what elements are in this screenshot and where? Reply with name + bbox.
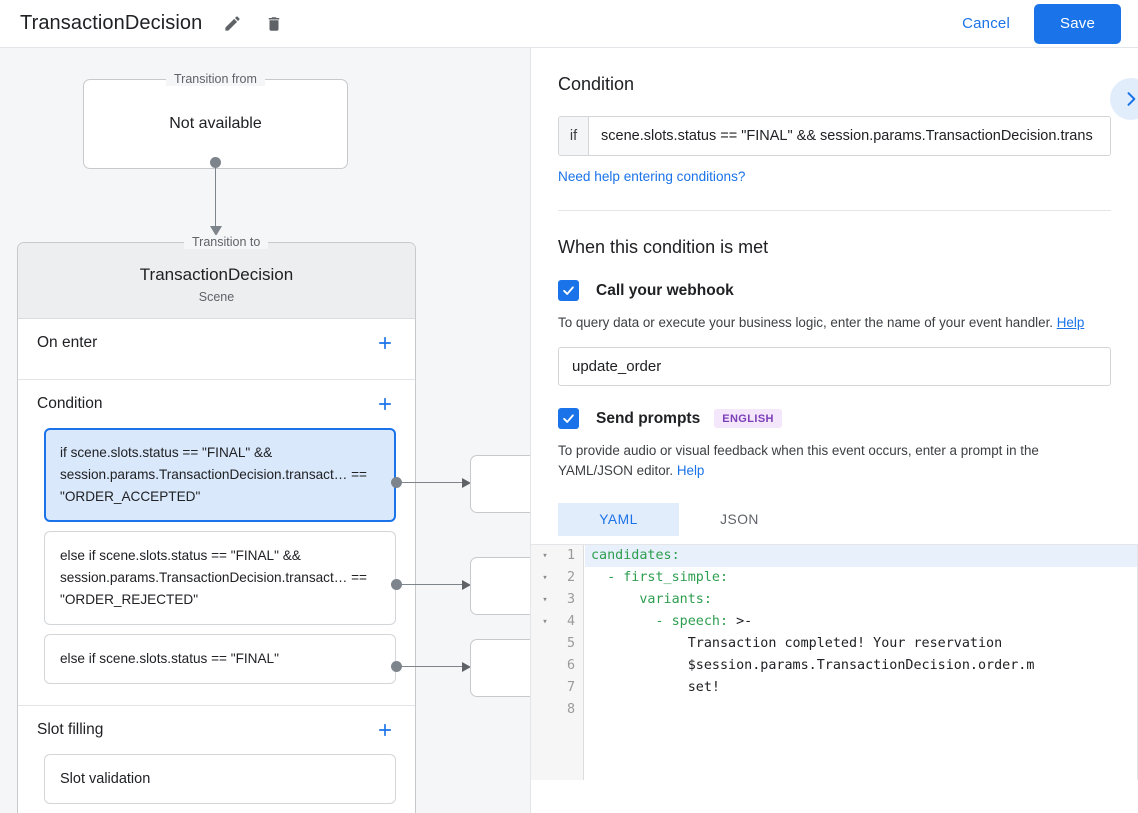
line-number: 5 [566, 636, 575, 651]
tab-json[interactable]: JSON [720, 512, 759, 527]
details-panel: Condition if Need help entering conditio… [530, 48, 1138, 813]
add-on-enter-button[interactable] [373, 331, 397, 355]
webhook-handler-input[interactable] [558, 347, 1111, 386]
add-slot-filling-button[interactable] [373, 718, 397, 742]
call-webhook-hint: To query data or execute your business l… [558, 313, 1111, 333]
trash-icon[interactable] [262, 12, 286, 36]
if-prefix-label: if [559, 117, 589, 155]
send-prompts-row: Send prompts ENGLISH [558, 408, 1111, 429]
send-prompts-label: Send prompts [596, 409, 701, 427]
editor-line[interactable]: ▾ 1 candidates: [531, 545, 1138, 567]
add-condition-button[interactable] [373, 392, 397, 416]
line-number: 3 [566, 592, 575, 607]
webhook-help-link[interactable]: Help [1056, 315, 1085, 330]
editor-line[interactable]: ▾ 2 - first_simple: [531, 567, 1138, 589]
scene-header[interactable]: TransactionDecision Scene [18, 243, 415, 319]
chevron-right-icon[interactable] [1110, 78, 1138, 120]
prompts-help-link[interactable]: Help [676, 463, 705, 478]
editor-line[interactable]: 7 set! [531, 677, 1138, 699]
editor-format-tabs: YAML JSON [558, 503, 1111, 536]
yaml-code-editor[interactable]: ▾ 1 candidates: ▾ 2 - first_simple: ▾ 3 varian… [531, 544, 1138, 780]
line-number: 8 [566, 702, 575, 717]
section-header-on-enter: On enter [18, 319, 415, 367]
section-label-condition: Condition [37, 395, 103, 412]
editor-line[interactable]: 8 [531, 699, 1138, 721]
call-webhook-row: Call your webhook [558, 280, 1111, 301]
slot-validation-item[interactable]: Slot validation [44, 754, 396, 804]
section-header-slot-filling: Slot filling [18, 706, 415, 754]
target-box-0[interactable] [470, 455, 530, 513]
line-code: $session.params.TransactionDecision.orde… [591, 658, 1035, 673]
line-number: 6 [566, 658, 575, 673]
line-code: - speech: >- [655, 614, 753, 629]
transition-from-card: Transition from Not available [83, 72, 348, 169]
editor-line[interactable]: ▾ 4 - speech: >- [531, 611, 1138, 633]
section-header-condition: Condition [18, 380, 415, 428]
section-slot-filling: Slot filling Slot validation [18, 706, 415, 813]
cancel-button[interactable]: Cancel [948, 7, 1024, 40]
call-webhook-hint-text: To query data or execute your business l… [558, 315, 1054, 330]
section-label-slot-filling: Slot filling [37, 721, 104, 738]
section-on-enter: On enter [18, 319, 415, 380]
pencil-icon[interactable] [220, 12, 244, 36]
tab-yaml[interactable]: YAML [558, 503, 679, 536]
section-divider [558, 210, 1111, 211]
section-label-on-enter: On enter [37, 334, 98, 351]
fold-toggle-icon[interactable]: ▾ [542, 595, 548, 605]
transition-from-value: Not available [169, 115, 262, 132]
fold-toggle-icon[interactable]: ▾ [542, 551, 548, 561]
target-box-1[interactable] [470, 557, 530, 615]
editor-line[interactable]: 5 Transaction completed! Your reservatio… [531, 633, 1138, 655]
line-code: variants: [639, 592, 712, 607]
language-badge: ENGLISH [714, 409, 782, 428]
condition-heading: Condition [558, 74, 635, 94]
line-code: candidates: [585, 545, 1138, 567]
transition-to-legend: Transition to [184, 235, 269, 249]
section-condition: Condition if scene.slots.status == "FINA… [18, 380, 415, 706]
scene-type: Scene [198, 290, 235, 304]
line-code: - first_simple: [607, 570, 729, 585]
transition-connector-arrowhead [210, 226, 222, 236]
target-box-2[interactable] [470, 639, 530, 697]
transition-connector-line [215, 162, 216, 230]
call-webhook-label: Call your webhook [596, 281, 734, 299]
fold-toggle-icon[interactable]: ▾ [542, 573, 548, 583]
send-prompts-checkbox[interactable] [558, 408, 579, 429]
condition-item-0[interactable]: if scene.slots.status == "FINAL" && sess… [44, 428, 396, 522]
condition-item-1[interactable]: else if scene.slots.status == "FINAL" &&… [44, 531, 396, 625]
editor-gutter [531, 545, 584, 780]
editor-line[interactable]: ▾ 3 variants: [531, 589, 1138, 611]
line-number: 7 [566, 680, 575, 695]
line-number: 4 [566, 614, 575, 629]
editor-rows: ▾ 1 candidates: ▾ 2 - first_simple: ▾ 3 varian… [531, 545, 1138, 721]
transition-to-card: Transition to TransactionDecision Scene … [17, 235, 416, 813]
line-number: 1 [566, 548, 575, 563]
scene-name: TransactionDecision [139, 265, 294, 284]
page-title: TransactionDecision [20, 12, 203, 34]
send-prompts-hint: To provide audio or visual feedback when… [558, 441, 1111, 481]
send-prompts-hint-text: To provide audio or visual feedback when… [558, 443, 1039, 478]
condition-item-2[interactable]: else if scene.slots.status == "FINAL" [44, 634, 396, 684]
scene-graph-canvas[interactable]: Transition from Not available Transition… [0, 48, 530, 813]
condition-expression-input[interactable] [589, 117, 1110, 155]
line-code: set! [591, 680, 720, 695]
condition-section: Condition if Need help entering conditio… [531, 48, 1138, 211]
save-button[interactable]: Save [1034, 3, 1121, 44]
transition-from-legend: Transition from [166, 72, 265, 86]
fold-toggle-icon[interactable]: ▾ [542, 617, 548, 627]
when-condition-met-section: When this condition is met Call your web… [531, 211, 1138, 536]
condition-if-row: if [558, 116, 1111, 156]
need-help-conditions-link[interactable]: Need help entering conditions? [558, 169, 746, 184]
line-code: Transaction completed! Your reservation [591, 636, 1003, 651]
top-bar: TransactionDecision Cancel Save [0, 0, 1138, 48]
line-number: 2 [566, 570, 575, 585]
editor-line[interactable]: 6 $session.params.TransactionDecision.or… [531, 655, 1138, 677]
when-condition-met-heading: When this condition is met [558, 237, 769, 257]
call-webhook-checkbox[interactable] [558, 280, 579, 301]
